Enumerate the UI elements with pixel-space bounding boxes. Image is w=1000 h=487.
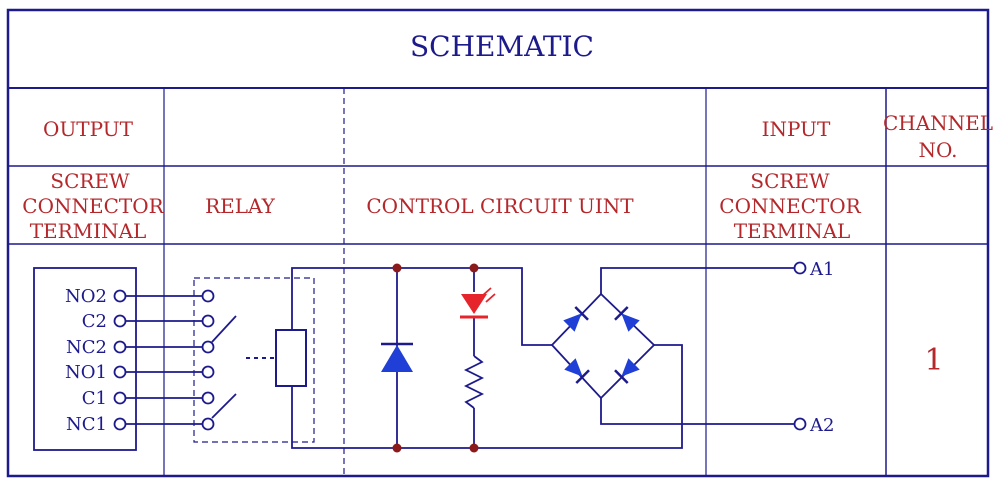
terminal-label-c2: C2 <box>82 311 107 332</box>
resistor-icon <box>463 355 485 409</box>
control-wiring <box>291 267 794 449</box>
terminal-label-c1: C1 <box>82 388 107 409</box>
terminal-label-nc1: NC1 <box>66 414 107 435</box>
input-terminal-label-a1: A1 <box>809 259 834 280</box>
channel-header-line2: NO. <box>918 138 957 162</box>
terminal-label-no2: NO2 <box>65 286 107 307</box>
relay-contact-icon <box>211 315 237 343</box>
channel-number: 1 <box>924 343 943 378</box>
output-terminal-block <box>33 267 137 451</box>
output-screw-line2: CONNECTOR <box>22 194 164 218</box>
input-screw-line1: SCREW <box>750 169 830 193</box>
relay-enclosure <box>193 277 315 443</box>
channel-header-line1: CHANNEL <box>883 111 993 135</box>
input-screw-line3: TERMINAL <box>734 219 851 243</box>
input-header: INPUT <box>762 117 831 141</box>
relay-contacts <box>126 289 237 431</box>
led-icon <box>460 287 496 319</box>
input-terminals <box>793 261 807 431</box>
output-header: OUTPUT <box>43 117 134 141</box>
output-screw-line1: SCREW <box>50 169 130 193</box>
junction-dots <box>392 263 479 453</box>
input-screw-line2: CONNECTOR <box>719 194 861 218</box>
flyback-diode-icon <box>381 342 413 372</box>
page-title: SCHEMATIC <box>410 30 594 63</box>
bridge-rectifier-icon <box>563 306 640 384</box>
relay-header: RELAY <box>205 194 276 218</box>
terminal-label-nc2: NC2 <box>66 337 107 358</box>
control-header: CONTROL CIRCUIT UINT <box>366 194 634 218</box>
table-frame <box>6 8 990 478</box>
terminal-label-no1: NO1 <box>65 362 107 383</box>
relay-coil-icon <box>275 329 307 387</box>
input-terminal-label-a2: A2 <box>809 415 834 436</box>
output-screw-line3: TERMINAL <box>30 219 147 243</box>
